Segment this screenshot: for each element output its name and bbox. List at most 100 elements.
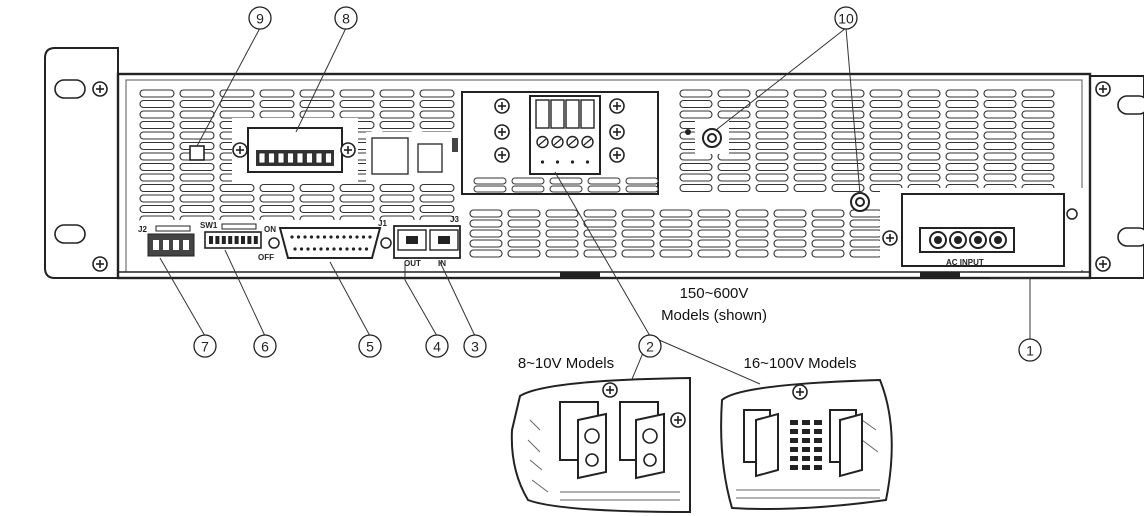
- vent-slot: [139, 162, 175, 172]
- vent-slot: [811, 219, 845, 228]
- vent-slot: [697, 239, 731, 248]
- vent-slot: [811, 249, 845, 258]
- caption-shown-line1: 150~600V: [680, 285, 749, 302]
- vent-slot: [139, 194, 175, 203]
- caption-16-100v-models: 16~100V Models: [744, 355, 857, 372]
- vent-slot: [299, 194, 335, 203]
- vent-slot: [299, 89, 335, 98]
- vent-slot: [755, 89, 789, 98]
- vent-slot: [869, 99, 903, 109]
- vent-slot: [1021, 131, 1055, 140]
- vent-slot: [793, 120, 827, 130]
- vent-slot: [139, 89, 175, 98]
- vent-slot: [179, 89, 215, 98]
- vent-slot: [773, 249, 807, 258]
- callout-number: 10: [838, 11, 854, 27]
- vent-slot: [419, 120, 455, 130]
- ground-stud-lower: [850, 192, 870, 212]
- vent-slot: [379, 99, 415, 109]
- vent-slot: [831, 183, 865, 193]
- vent-slot: [1021, 152, 1055, 161]
- vent-slot: [139, 120, 175, 130]
- vent-slot: [697, 249, 731, 258]
- vent-slot: [299, 204, 335, 214]
- vent-slot: [831, 110, 865, 119]
- vent-slot: [139, 131, 175, 140]
- output-terminal-plate: [461, 91, 659, 195]
- panel-window: [371, 137, 409, 175]
- out-label: OUT: [404, 259, 421, 268]
- vent-slot: [259, 99, 295, 109]
- vent-slot: [179, 204, 215, 214]
- vent-slot: [507, 229, 541, 238]
- vent-slot: [469, 209, 503, 218]
- vent-slot: [139, 110, 175, 119]
- vent-slot: [755, 131, 789, 140]
- vent-slot: [379, 89, 415, 98]
- vent-slot: [139, 204, 175, 214]
- vent-slot: [907, 89, 941, 98]
- vent-slot: [793, 183, 827, 193]
- vent-slot: [907, 120, 941, 130]
- vent-slot: [945, 120, 979, 130]
- callout-4: 4: [425, 334, 449, 358]
- j2-label: J2: [138, 225, 147, 234]
- vent-slot: [179, 194, 215, 203]
- vent-slot: [179, 131, 215, 140]
- vent-slot: [679, 99, 713, 109]
- vent-slot: [793, 173, 827, 182]
- ac-input-label: AC INPUT: [946, 258, 984, 267]
- vent-slot: [507, 239, 541, 248]
- vent-slot: [419, 89, 455, 98]
- vent-slot: [717, 152, 751, 161]
- callout-number: 7: [201, 339, 209, 355]
- vent-slot: [507, 249, 541, 258]
- vent-slot: [717, 183, 751, 193]
- callout-number: 9: [256, 11, 264, 27]
- vent-slot: [945, 110, 979, 119]
- inset-16-100v-models: [720, 378, 893, 510]
- vent-slot: [983, 120, 1017, 130]
- vent-slot: [849, 239, 883, 248]
- vent-slot: [869, 173, 903, 182]
- vent-slot: [179, 183, 215, 193]
- vent-slot: [259, 183, 295, 193]
- vent-slot: [339, 110, 375, 119]
- ground-stud-upper: [685, 128, 722, 148]
- vent-slot: [139, 152, 175, 161]
- led-indicator: [189, 145, 205, 161]
- vent-slot: [545, 249, 579, 258]
- connector-j2: J2: [138, 225, 195, 257]
- vent-slot: [507, 219, 541, 228]
- vent-slot: [179, 120, 215, 130]
- vent-slot: [679, 89, 713, 98]
- vent-slot: [379, 204, 415, 214]
- vent-slot: [849, 219, 883, 228]
- vent-slot: [583, 239, 617, 248]
- connector-j1-db25: J1: [268, 219, 392, 259]
- vent-slot: [811, 239, 845, 248]
- vent-slot: [945, 152, 979, 161]
- vent-slot: [419, 99, 455, 109]
- vent-slot: [793, 110, 827, 119]
- vent-slot: [507, 209, 541, 218]
- vent-slot: [735, 209, 769, 218]
- caption-8-10v-models: 8~10V Models: [518, 355, 614, 372]
- vent-slot: [139, 99, 175, 109]
- vent-slot: [545, 219, 579, 228]
- vent-slot: [831, 120, 865, 130]
- vent-slot: [339, 194, 375, 203]
- vent-slot: [983, 152, 1017, 161]
- callout-6: 6: [253, 334, 277, 358]
- in-label: IN: [438, 259, 446, 268]
- vent-slot: [793, 99, 827, 109]
- vent-slot: [179, 173, 215, 182]
- dip-switch-sw1: SW1 ON OFF: [200, 221, 276, 262]
- vent-slot: [945, 89, 979, 98]
- vent-slot: [907, 131, 941, 140]
- caption-shown-line2: Models (shown): [661, 307, 767, 324]
- vent-slot: [1021, 120, 1055, 130]
